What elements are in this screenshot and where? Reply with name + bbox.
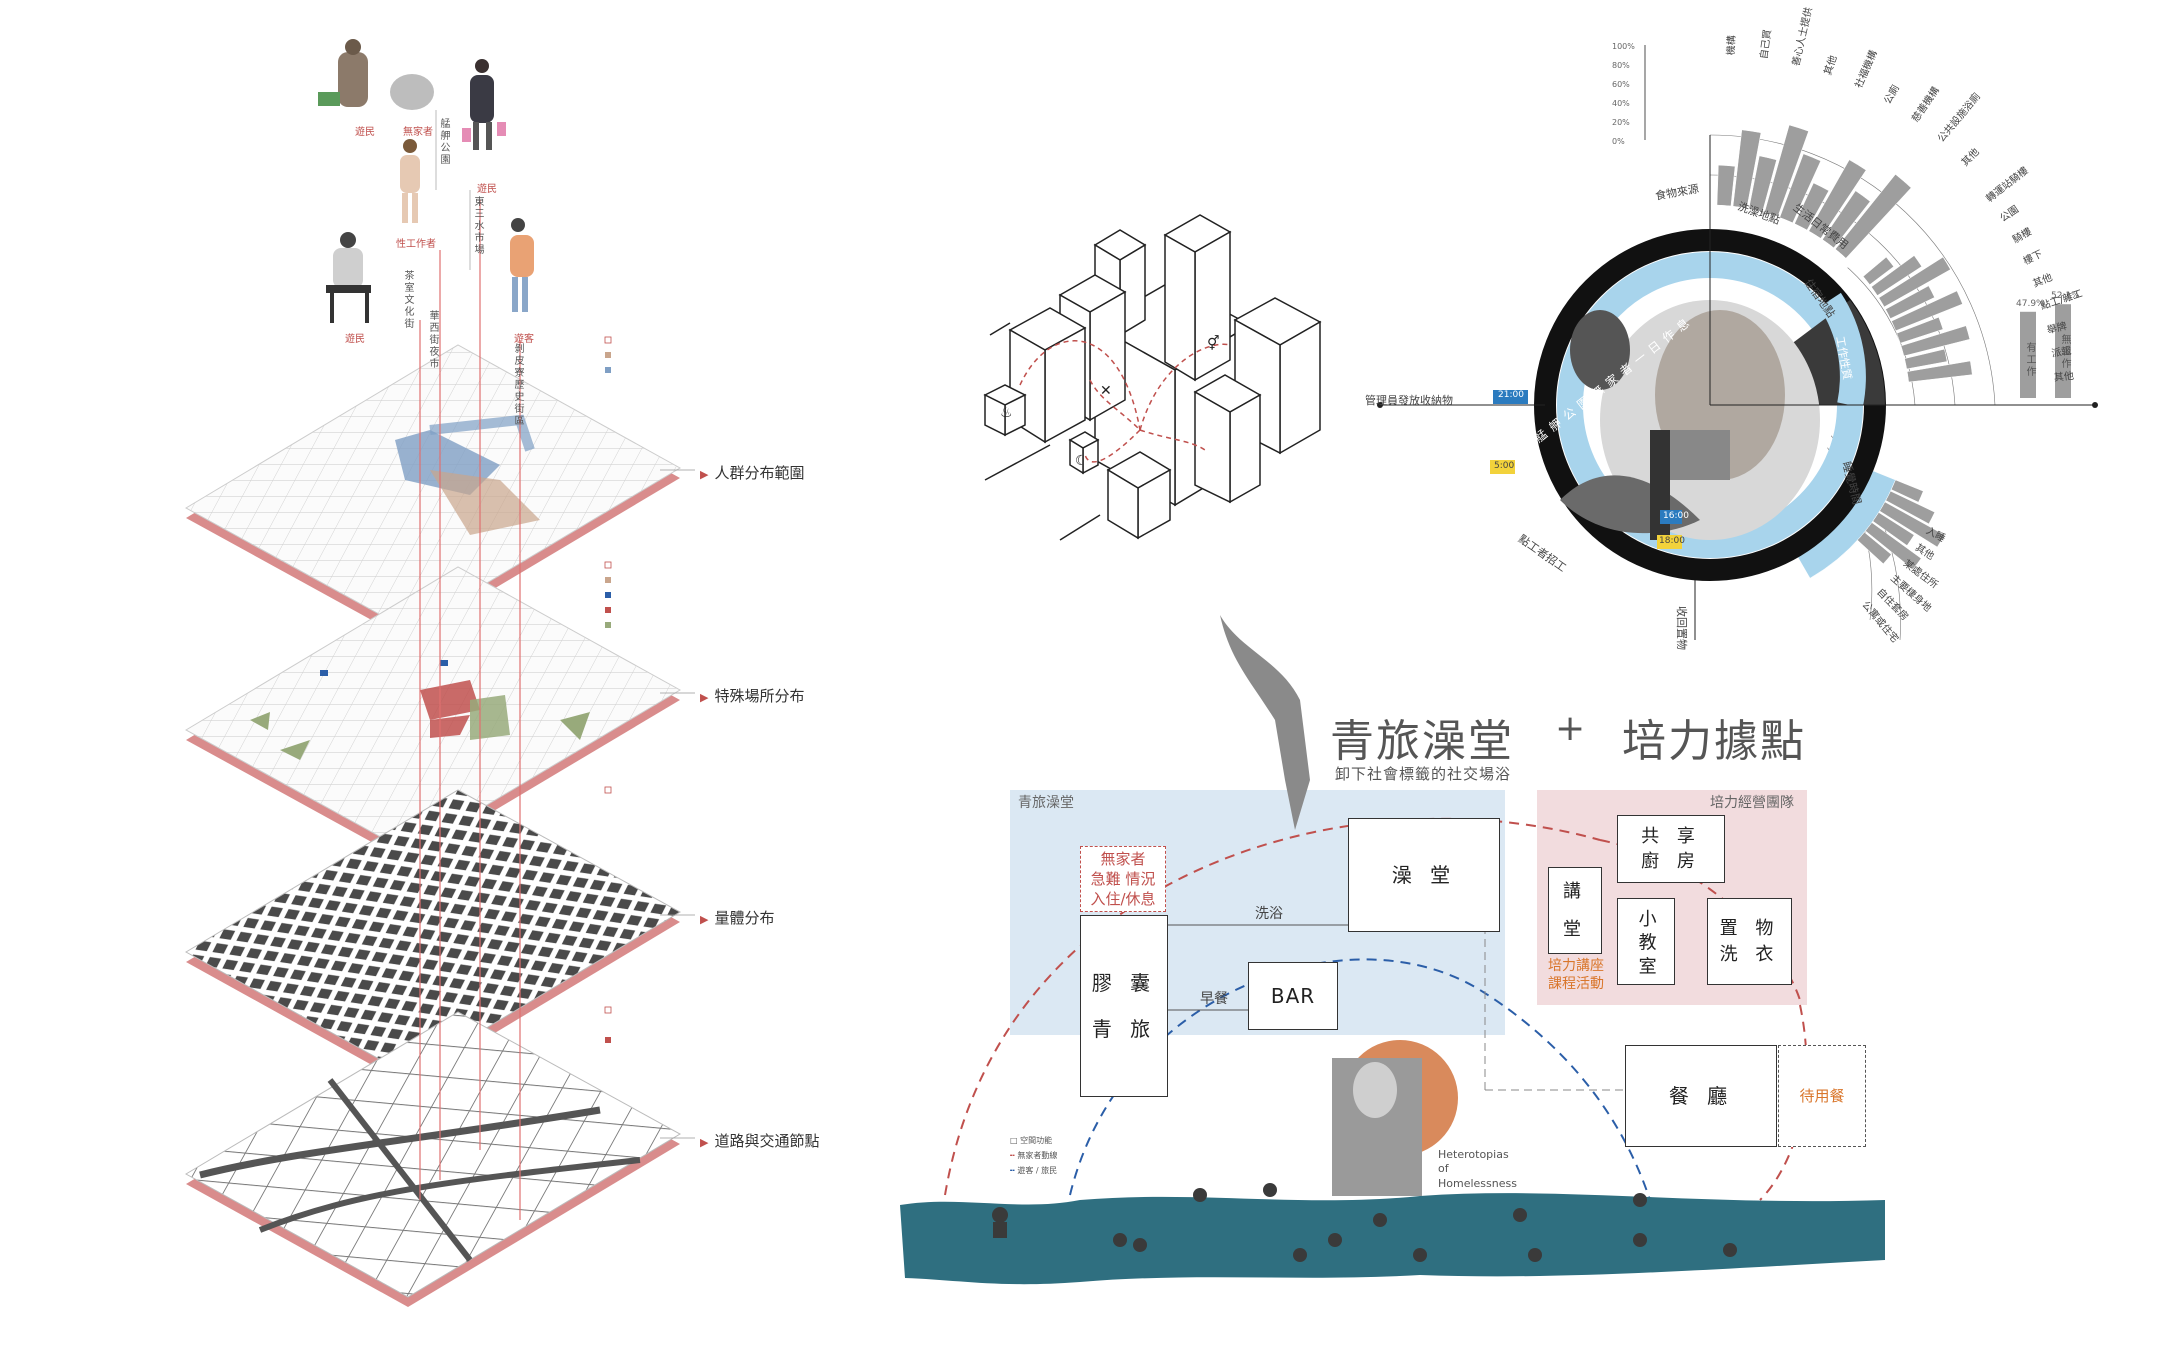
percent-tick: 20% — [1612, 118, 1630, 127]
people-in-water — [992, 1183, 1737, 1262]
person-figure — [510, 218, 534, 312]
percent-tick: 80% — [1612, 61, 1630, 70]
work-bar-label: 有工作 — [2024, 341, 2035, 378]
axonometric-flow-arcs — [1019, 340, 1231, 463]
time-0500: 5:00 — [1494, 461, 1515, 471]
collage-photo — [1560, 300, 1820, 540]
time-2100: 21:00 — [1498, 390, 1524, 400]
workshop-label-2: 課程活動 — [1548, 976, 1604, 992]
people-photos — [318, 39, 534, 323]
radial-bar — [1896, 316, 1944, 344]
percent-tick: 100% — [1612, 42, 1635, 51]
person-label: 無家者 — [403, 127, 433, 138]
suspended-meal[interactable]: 待用餐 — [1778, 1045, 1866, 1147]
place-label: 東三水市場 — [472, 196, 483, 256]
percent-tick: 0% — [1612, 137, 1625, 146]
time-1800: 18:00 — [1659, 536, 1685, 546]
layer-label-special: ▶特殊場所分布 — [700, 687, 805, 705]
room-bar[interactable]: BAR — [1248, 962, 1338, 1030]
person-label: 遊民 — [477, 184, 497, 195]
title-empowerment: 培力據點 — [1622, 716, 1806, 767]
radial-bar — [1900, 325, 1971, 357]
work-bars — [2020, 304, 2071, 398]
legend-space: □ 空間功能 — [1010, 1136, 1053, 1145]
room-dining[interactable]: 餐 廳 — [1625, 1045, 1777, 1147]
person-figure — [326, 232, 371, 323]
person-label: 遊民 — [355, 127, 375, 138]
room-capsule-hostel[interactable]: 膠 囊青 旅 — [1080, 915, 1168, 1097]
bath-icon: ♨ — [1000, 405, 1013, 421]
radial-bar — [1885, 285, 1935, 319]
work-bar-value: 47.9% — [2016, 298, 2045, 309]
layer-label-massing: ▶量體分布 — [700, 909, 775, 927]
person-figure — [318, 39, 368, 107]
layer-crowd-map — [184, 344, 682, 640]
room-bathhouse[interactable]: 澡 堂 — [1348, 818, 1500, 932]
radial-item: 機構 — [1726, 35, 1738, 56]
person-label: 遊民 — [345, 334, 365, 345]
zone-title-hostel: 青旅澡堂 — [1018, 795, 1074, 811]
daily-routine-radial-chart — [1377, 45, 2098, 641]
work-bar-label: 無工作 — [2059, 334, 2070, 371]
work-bar — [2055, 304, 2071, 398]
layer-roads-map — [184, 1011, 682, 1307]
room-lecture-hall[interactable]: 講堂 — [1548, 867, 1602, 954]
zone-title-empowerment: 培力經營團隊 — [1710, 795, 1794, 811]
title-hostel-bath: 青旅澡堂 — [1330, 716, 1514, 767]
legend-homeless-route: ╍ 無家者動線 — [1010, 1151, 1058, 1160]
subtitle: 卸下社會標籤的社交場浴 — [1335, 765, 1512, 783]
work-bar-value: 52.1% — [2051, 291, 2080, 302]
place-label: 艋舺公園 — [438, 118, 449, 166]
axonometric-sketch — [983, 214, 1322, 541]
person-figure — [400, 139, 420, 223]
radial-bar — [1862, 256, 1895, 285]
food-icon: ✕ — [1100, 383, 1112, 399]
layer-label-crowd: ▶人群分布範圍 — [700, 464, 805, 482]
person-label: 性工作者 — [396, 239, 436, 250]
person-label: 遊客 — [514, 334, 534, 345]
percent-tick: 40% — [1612, 99, 1630, 108]
radial-bar — [1716, 164, 1736, 207]
annotation-collect: 收回置物 — [1675, 606, 1688, 650]
room-locker-laundry[interactable]: 置 物洗 衣 — [1707, 898, 1792, 985]
water-band — [900, 1193, 1885, 1285]
toilet-icon: ⚥ — [1207, 335, 1220, 352]
radial-bar — [1906, 360, 1973, 383]
flow-label-bath: 洗浴 — [1255, 906, 1283, 922]
title-plus: + — [1555, 708, 1588, 749]
radial-bars — [1709, 124, 1973, 579]
legend-visitor-route: ╍ 遊客 / 旅民 — [1010, 1166, 1058, 1175]
hand-collage — [1220, 615, 1310, 830]
place-label: 茶室文化街 — [402, 270, 413, 330]
workshop-label-1: 培力講座 — [1548, 958, 1604, 974]
place-label: 剝皮寮歷史街區 — [512, 343, 523, 427]
person-figure — [390, 74, 434, 110]
person-figure — [462, 59, 506, 150]
place-label: 華西街夜市 — [427, 310, 438, 370]
time-1600: 16:00 — [1663, 511, 1689, 521]
radial-bar — [1878, 256, 1951, 308]
percent-tick: 60% — [1612, 80, 1630, 89]
layer-label-roads: ▶道路與交通節點 — [700, 1132, 820, 1150]
annotation-locker: 管理員發放收納物 — [1365, 394, 1453, 407]
flow-label-breakfast: 早餐 — [1200, 991, 1228, 1007]
axonometric-icons: ♨ ✕ ⚥ ☾ — [1000, 335, 1220, 469]
room-shared-kitchen[interactable]: 共 享廚 房 — [1617, 815, 1725, 883]
layer-massing-map — [184, 789, 682, 1085]
radial-bar — [1904, 348, 1948, 370]
layer-legends — [604, 336, 612, 1043]
layer-stack — [184, 39, 695, 1307]
homeless-emergency-stay[interactable]: 無家者急難 情況入住/休息 — [1080, 846, 1166, 912]
radial-bar — [1891, 290, 1963, 332]
work-bar — [2020, 311, 2036, 398]
room-classroom[interactable]: 小 教 室 — [1617, 898, 1675, 985]
radial-bar — [1871, 255, 1923, 296]
sleep-icon: ☾ — [1075, 453, 1088, 469]
